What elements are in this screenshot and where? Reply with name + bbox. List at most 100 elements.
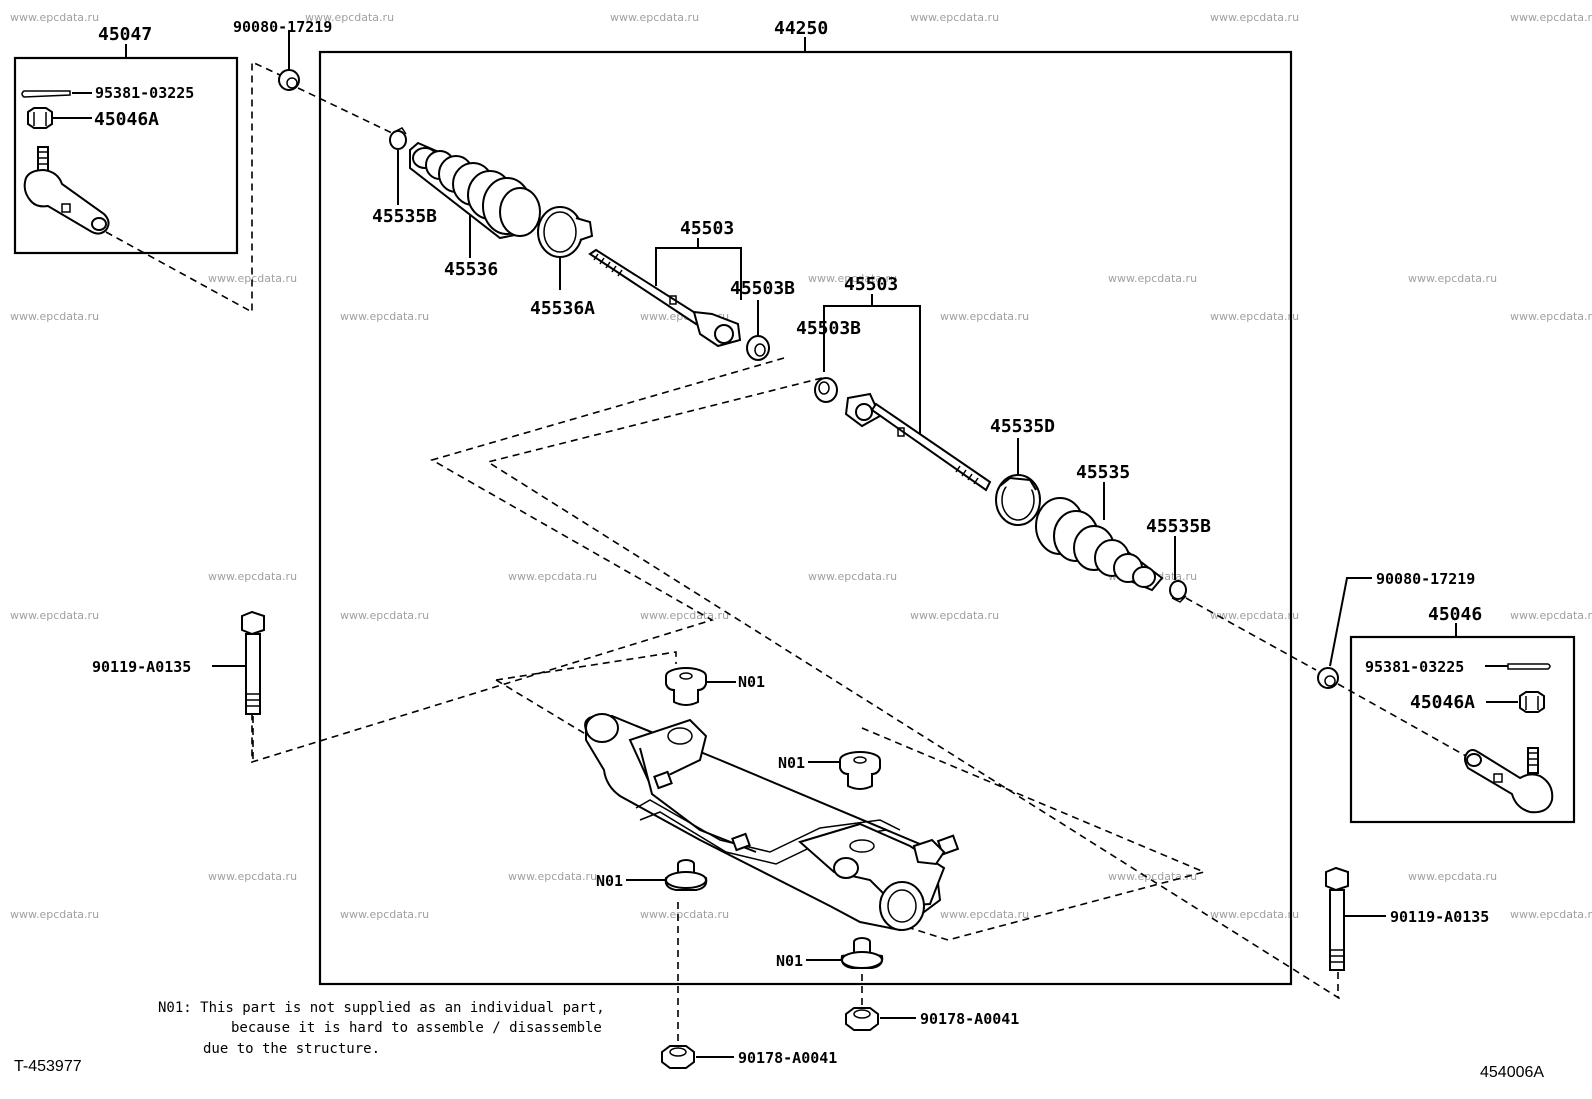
label-45047: 45047 [98,24,152,45]
boot-band-right [995,474,1041,526]
watermark: www.epcdata.ru [1408,272,1497,285]
watermark: www.epcdata.ru [910,609,999,622]
watermark: www.epcdata.ru [640,908,729,921]
watermark: www.epcdata.ru [808,570,897,583]
watermark: www.epcdata.ru [208,272,297,285]
watermark: www.epcdata.ru [305,11,394,24]
dash-housing-left [495,651,677,681]
label-90119-right: 90119-A0135 [1390,908,1489,926]
label-90080-top: 90080-17219 [233,18,332,36]
note-line-1: N01: This part is not supplied as an ind… [158,1000,605,1016]
bushing-n01-d [840,937,884,969]
claw-washer-mid [814,377,838,403]
dash-90080-top [297,87,393,134]
castle-nut-right [1519,691,1545,713]
nut-90178-bottom [661,1045,695,1069]
rack-boot-right [1035,497,1164,592]
watermark: www.epcdata.ru [10,609,99,622]
bushing-90080-right [1317,667,1339,689]
label-n01-d: N01 [776,952,803,970]
dash-housing-right [861,727,1207,941]
watermark: www.epcdata.ru [10,11,99,24]
watermark: www.epcdata.ru [1108,272,1197,285]
watermark: www.epcdata.ru [610,11,699,24]
watermark: www.epcdata.ru [1510,908,1592,921]
watermark: www.epcdata.ru [1510,310,1592,323]
cotter-pin-right [1507,663,1551,670]
dash-right-boot [1185,597,1317,671]
claw-washer-top [746,335,770,361]
watermark: www.epcdata.ru [940,310,1029,323]
watermark: www.epcdata.ru [640,609,729,622]
watermark: www.epcdata.ru [208,570,297,583]
watermark: www.epcdata.ru [508,870,597,883]
watermark: www.epcdata.ru [1210,609,1299,622]
label-95381-left: 95381-03225 [95,84,194,102]
watermark: www.epcdata.ru [208,870,297,883]
diagram-id-right: 454006A [1480,1064,1544,1081]
boot-clip-top [389,127,407,150]
watermark: www.epcdata.ru [1210,310,1299,323]
rack-housing [584,713,960,932]
bolt-90119-left [241,610,265,715]
label-45535d: 45535D [990,416,1055,437]
label-90178-right: 90178-A0041 [920,1010,1019,1028]
label-90178-bottom: 90178-A0041 [738,1049,837,1067]
watermark: www.epcdata.ru [340,609,429,622]
nut-90178-right [845,1007,879,1031]
tie-rod-end-box-right [1349,635,1576,824]
label-45503b-mid: 45503B [796,318,861,339]
label-44250: 44250 [774,18,828,39]
tie-rod-end-left [23,146,110,235]
label-n01-c: N01 [596,872,623,890]
label-45503b-top: 45503B [730,278,795,299]
label-45046a-left: 45046A [94,109,159,130]
bracket-45503-top [655,247,742,300]
watermark: www.epcdata.ru [910,11,999,24]
inner-tie-rod-left [588,248,742,348]
boot-clip-bottom [1169,580,1187,603]
label-45536: 45536 [444,259,498,280]
boot-band-left [537,206,594,258]
note-line-2: because it is hard to assemble / disasse… [231,1020,602,1036]
label-95381-right: 95381-03225 [1365,658,1464,676]
diagram-id-left: T-453977 [14,1058,82,1075]
bushing-n01-a [665,667,707,706]
bushing-90080-top [278,69,300,91]
label-45503-top: 45503 [680,218,734,239]
dash-center-upper [251,357,785,764]
watermark: www.epcdata.ru [808,272,897,285]
dash-center-lower [485,377,1343,1001]
label-45535b-bot: 45535B [1146,516,1211,537]
watermark: www.epcdata.ru [508,570,597,583]
label-45046a-right: 45046A [1410,692,1475,713]
tie-rod-end-right [1464,747,1554,814]
dash-90080-right [1337,683,1467,757]
watermark: www.epcdata.ru [340,908,429,921]
watermark: www.epcdata.ru [340,310,429,323]
castle-nut-left [27,107,53,129]
cotter-pin-left [21,90,71,98]
watermark: www.epcdata.ru [10,908,99,921]
watermark: www.epcdata.ru [10,310,99,323]
label-45536a: 45536A [530,298,595,319]
inner-tie-rod-right [844,392,992,492]
label-n01-a: N01 [738,673,765,691]
watermark: www.epcdata.ru [1210,11,1299,24]
dash-left-tierod [105,60,281,314]
watermark: www.epcdata.ru [1408,870,1497,883]
label-n01-b: N01 [778,754,805,772]
label-90080-right: 90080-17219 [1376,570,1475,588]
label-45535b-top: 45535B [372,206,437,227]
rack-boot-left [409,141,541,240]
bolt-90119-right [1325,866,1349,971]
watermark: www.epcdata.ru [1210,908,1299,921]
watermark: www.epcdata.ru [940,908,1029,921]
label-45503-mid: 45503 [844,274,898,295]
label-90119-left: 90119-A0135 [92,658,191,676]
watermark: www.epcdata.ru [1510,609,1592,622]
watermarks: www.epcdata.ru www.epcdata.ru www.epcdat… [10,11,1592,921]
note-line-3: due to the structure. [203,1041,380,1057]
leader-90080-right [1329,577,1372,667]
